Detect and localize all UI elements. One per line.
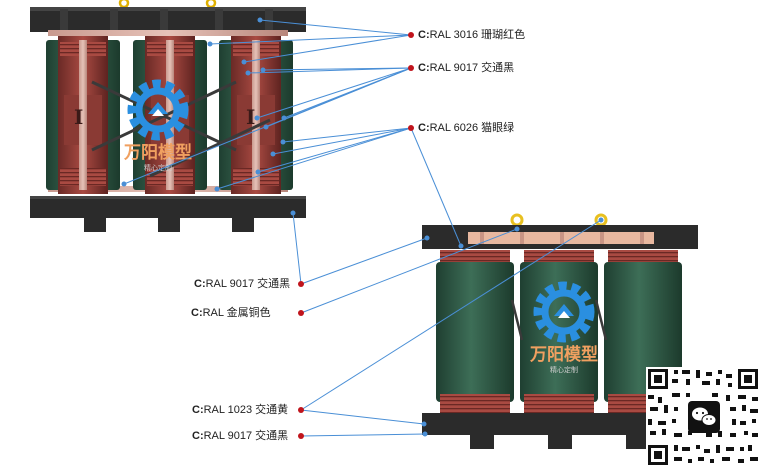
callout-text: RAL 9017 交通黑: [203, 430, 289, 442]
callout-ral-1023: C:RAL 1023 交通黄: [192, 403, 288, 417]
callout-prefix: C:: [192, 430, 204, 442]
callout-text: RAL 6026 猫眼绿: [429, 122, 515, 134]
transformer-front-view: I I: [30, 0, 306, 232]
callout-markers: [298, 32, 414, 439]
callout-text: RAL 1023 交通黄: [203, 404, 289, 416]
callout-prefix: C:: [418, 29, 430, 41]
callout-ral-3016: C:RAL 3016 珊瑚红色: [418, 28, 525, 42]
callout-ral-9017-bottom: C:RAL 9017 交通黑: [192, 429, 288, 443]
callout-text: RAL 金属铜色: [202, 307, 271, 319]
callout-prefix: C:: [418, 62, 430, 74]
gear-logo-icon: [533, 281, 595, 343]
callout-text: RAL 3016 珊瑚红色: [429, 29, 526, 41]
svg-text:I: I: [246, 105, 255, 129]
tagline-watermark: 精心定制: [550, 365, 578, 374]
wechat-qr-code: [646, 367, 762, 467]
callout-ral-9017-mid: C:RAL 9017 交通黑: [194, 277, 290, 291]
callout-prefix: C:: [192, 404, 204, 416]
callout-prefix: C:: [194, 278, 206, 290]
callout-ral-9017-top: C:RAL 9017 交通黑: [418, 61, 514, 75]
tagline-watermark: 精心定制: [144, 163, 172, 172]
callout-ral-6026: C:RAL 6026 猫眼绿: [418, 121, 514, 135]
callout-text: RAL 9017 交通黑: [205, 278, 291, 290]
callout-prefix: C:: [418, 122, 430, 134]
callout-text: RAL 9017 交通黑: [429, 62, 515, 74]
brand-watermark: 万阳模型: [529, 344, 598, 365]
gear-logo-icon: [127, 79, 189, 141]
brand-watermark: 万阳模型: [123, 142, 192, 163]
qr-pattern-icon: [646, 367, 762, 467]
svg-text:I: I: [74, 105, 83, 129]
callout-prefix: C:: [191, 307, 203, 319]
leader-endpoints: [121, 17, 604, 437]
callout-ral-metal-copper: C:RAL 金属铜色: [191, 306, 271, 320]
